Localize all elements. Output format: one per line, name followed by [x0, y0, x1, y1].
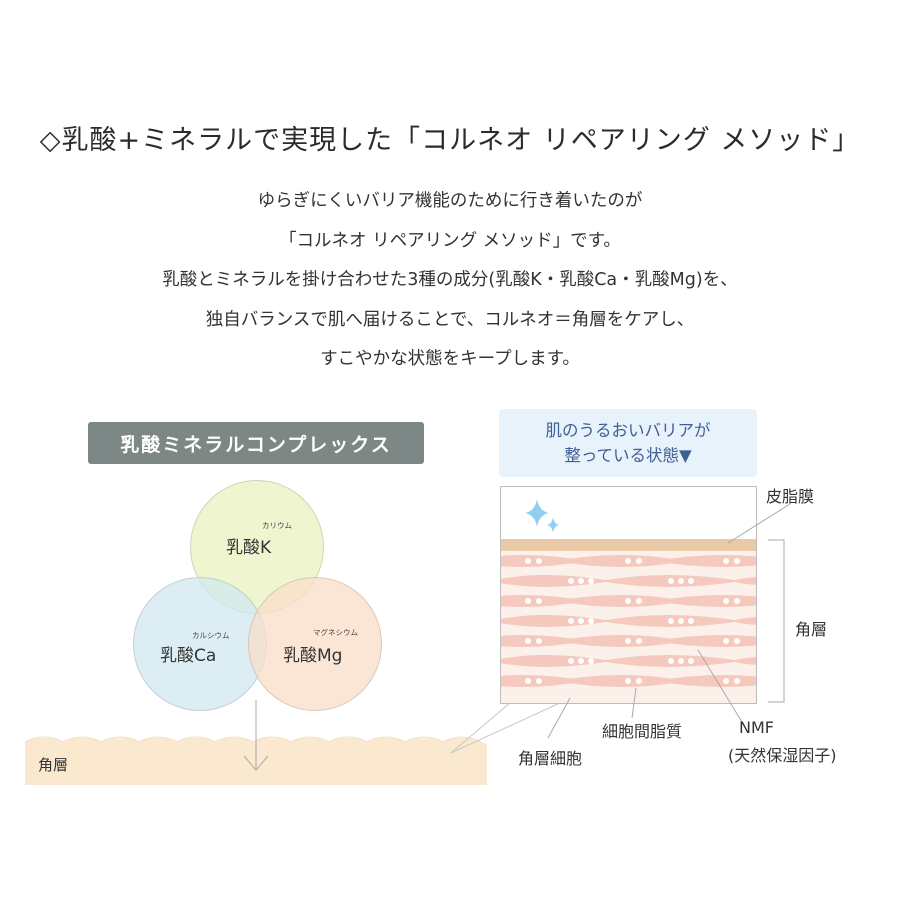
label-intercellular-lipid: 細胞間脂質: [602, 722, 683, 741]
connector-lines: [24, 700, 563, 771]
label-nmf-sub: (天然保湿因子): [728, 746, 837, 765]
intro-line: すこやかな状態をキープします。: [320, 349, 580, 369]
barrier-header-line1: 肌のうるおいバリアが: [545, 421, 711, 440]
label-sebum-film: 皮脂膜: [766, 487, 815, 506]
complex-label: 乳酸ミネラルコンプレックス: [88, 422, 424, 464]
label-stratum: 角層: [795, 620, 828, 639]
intro-line: 「コルネオ リペアリング メソッド」です。: [279, 230, 621, 251]
sparkle-icon: [525, 499, 559, 533]
label-nmf: NMF: [739, 718, 774, 737]
intro-line: 独自バランスで肌へ届けることで、コルネオ＝角層をケアし、: [205, 309, 695, 330]
intro-paragraph: ゆらぎにくいバリア機能のために行き着いたのが 「コルネオ リペアリング メソッド…: [0, 182, 900, 380]
nmf-dots: [525, 558, 740, 684]
label-corneocyte: 角層細胞: [518, 749, 583, 768]
stratum-label-left: 角層: [38, 756, 69, 774]
circle-lactate-ca: [133, 577, 267, 711]
circle-lactate-mg: [248, 577, 382, 711]
label-lactate-mg: 乳酸Mg: [283, 646, 343, 666]
barrier-header-line2: 整っている状態▼: [564, 446, 692, 465]
page-heading: ◇乳酸+ミネラルで実現した「コルネオ リペアリング メソッド」: [39, 125, 861, 156]
barrier-header: 肌のうるおいバリアが 整っている状態▼: [499, 409, 757, 477]
intro-line: ゆらぎにくいバリア機能のために行き着いたのが: [257, 191, 643, 211]
label-lactate-k: 乳酸K: [226, 538, 272, 558]
ruby-ca: カルシウム: [192, 631, 230, 640]
skin-cross-section: [500, 486, 757, 704]
ruby-mg: マグネシウム: [313, 628, 358, 637]
intro-line: 乳酸とミネラルを掛け合わせた3種の成分(乳酸K・乳酸Ca・乳酸Mg)を、: [162, 270, 738, 290]
ruby-k: カリウム: [262, 521, 292, 530]
label-lactate-ca: 乳酸Ca: [160, 646, 217, 666]
skin-illustration: [501, 499, 756, 703]
